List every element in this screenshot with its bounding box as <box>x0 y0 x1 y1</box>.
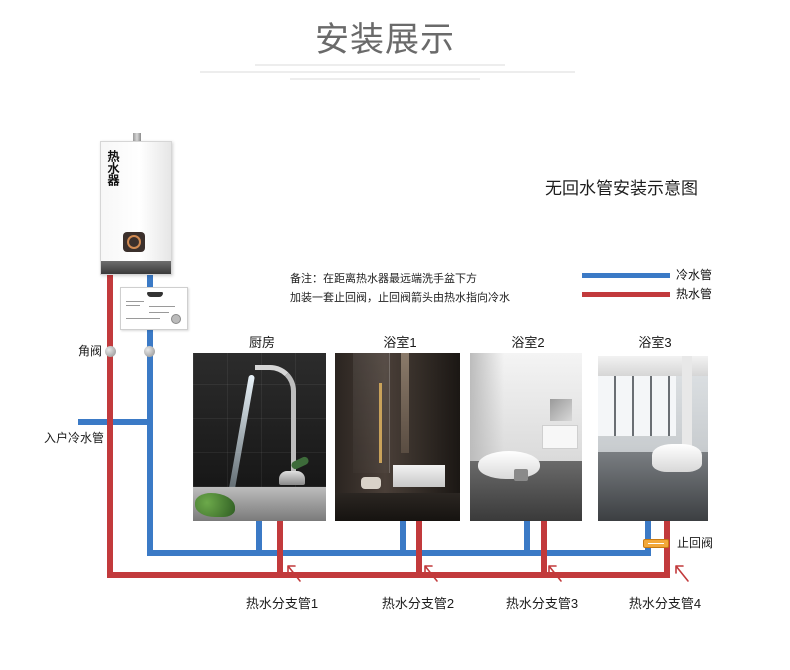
bathtub <box>652 444 702 472</box>
faucet-base <box>279 471 305 485</box>
controller-detail <box>126 318 160 319</box>
branch-label-3: 热水分支管3 <box>505 596 579 611</box>
flow-arrow-icon <box>548 565 562 582</box>
window <box>598 376 676 436</box>
note-line-1: 备注：在距离热水器最远端洗手盆下方 <box>290 273 477 285</box>
cold-branch-pipe <box>645 520 651 555</box>
stool <box>514 469 528 481</box>
bathroom-1-photo <box>335 353 460 521</box>
angle-valve-icon <box>105 346 116 357</box>
heater-top-connector <box>133 133 141 142</box>
legend-hot-swatch <box>582 292 670 297</box>
hot-branch-pipe <box>277 520 283 578</box>
diagram-title: 无回水管安装示意图 <box>545 179 698 198</box>
check-valve-label: 止回阀 <box>677 536 714 550</box>
water-heater-label: 热水器 <box>106 150 120 186</box>
controller-detail <box>126 301 144 302</box>
flow-arrow-icon <box>675 565 689 582</box>
controller-detail <box>126 305 140 306</box>
bathroom-2-photo <box>470 353 582 521</box>
controller-detail <box>149 312 169 313</box>
branch-label-1: 热水分支管1 <box>245 596 319 611</box>
faucet-neck <box>255 365 296 482</box>
cold-distribution-pipe <box>147 550 651 556</box>
cold-branch-pipe <box>400 520 406 555</box>
page-title: 安装展示 <box>315 21 455 59</box>
cold-branch-pipe <box>524 520 530 555</box>
legend-hot-label: 热水管 <box>676 287 713 301</box>
controller-logo-icon <box>147 292 163 297</box>
branch-label-2: 热水分支管2 <box>381 596 455 611</box>
mirror <box>550 399 572 421</box>
return-controller-unit <box>120 287 188 330</box>
hot-branch-pipe <box>664 520 670 578</box>
title-decoration-line <box>290 78 480 80</box>
hot-branch-pipe <box>416 520 422 578</box>
hot-main-pipe <box>107 274 113 578</box>
angle-valve-label: 角阀 <box>78 344 103 358</box>
ceiling <box>598 356 708 376</box>
note-line-2: 加装一套止回阀，止回阀箭头由热水指向冷水 <box>290 292 510 304</box>
sink-counter <box>393 465 445 487</box>
room-label-bathroom-1: 浴室1 <box>383 335 417 350</box>
title-decoration-line <box>200 71 575 73</box>
branch-label-4: 热水分支管4 <box>628 596 702 611</box>
legend-cold-swatch <box>582 273 670 278</box>
bathtub <box>478 451 540 479</box>
flow-arrow-icon <box>287 565 301 582</box>
hot-branch-pipe <box>541 520 547 578</box>
heater-dial-icon <box>127 235 141 249</box>
bathroom-3-photo <box>598 356 708 521</box>
title-decoration-line <box>255 64 505 66</box>
kitchen-photo <box>193 353 326 521</box>
room-label-bathroom-2: 浴室2 <box>511 335 545 350</box>
wall-shadow <box>470 353 504 463</box>
heater-base <box>101 261 171 274</box>
angle-valve-icon <box>144 346 155 357</box>
shower-glass <box>353 353 390 473</box>
column <box>682 356 692 466</box>
controller-knob-icon <box>171 314 181 324</box>
check-valve-arrow-icon <box>648 543 664 544</box>
controller-detail <box>149 306 175 307</box>
water-heater: 热水器 <box>100 141 172 275</box>
vanity-cabinet <box>542 425 578 449</box>
flow-arrow-icon <box>424 565 438 582</box>
vegetables <box>195 493 235 517</box>
legend-cold-label: 冷水管 <box>676 268 713 282</box>
check-valve-icon <box>643 539 669 548</box>
cold-inlet-pipe <box>78 419 150 425</box>
shower-rod <box>379 383 382 463</box>
room-label-kitchen: 厨房 <box>248 335 275 350</box>
floor <box>335 493 460 521</box>
room-label-bathroom-3: 浴室3 <box>638 335 672 350</box>
heater-control-panel <box>123 232 145 252</box>
cold-inlet-label: 入户冷水管 <box>44 431 105 445</box>
cold-branch-pipe <box>256 520 262 555</box>
hot-distribution-pipe <box>107 572 670 578</box>
cold-main-pipe <box>147 274 153 556</box>
towels <box>361 477 381 489</box>
light-strip <box>401 353 409 453</box>
